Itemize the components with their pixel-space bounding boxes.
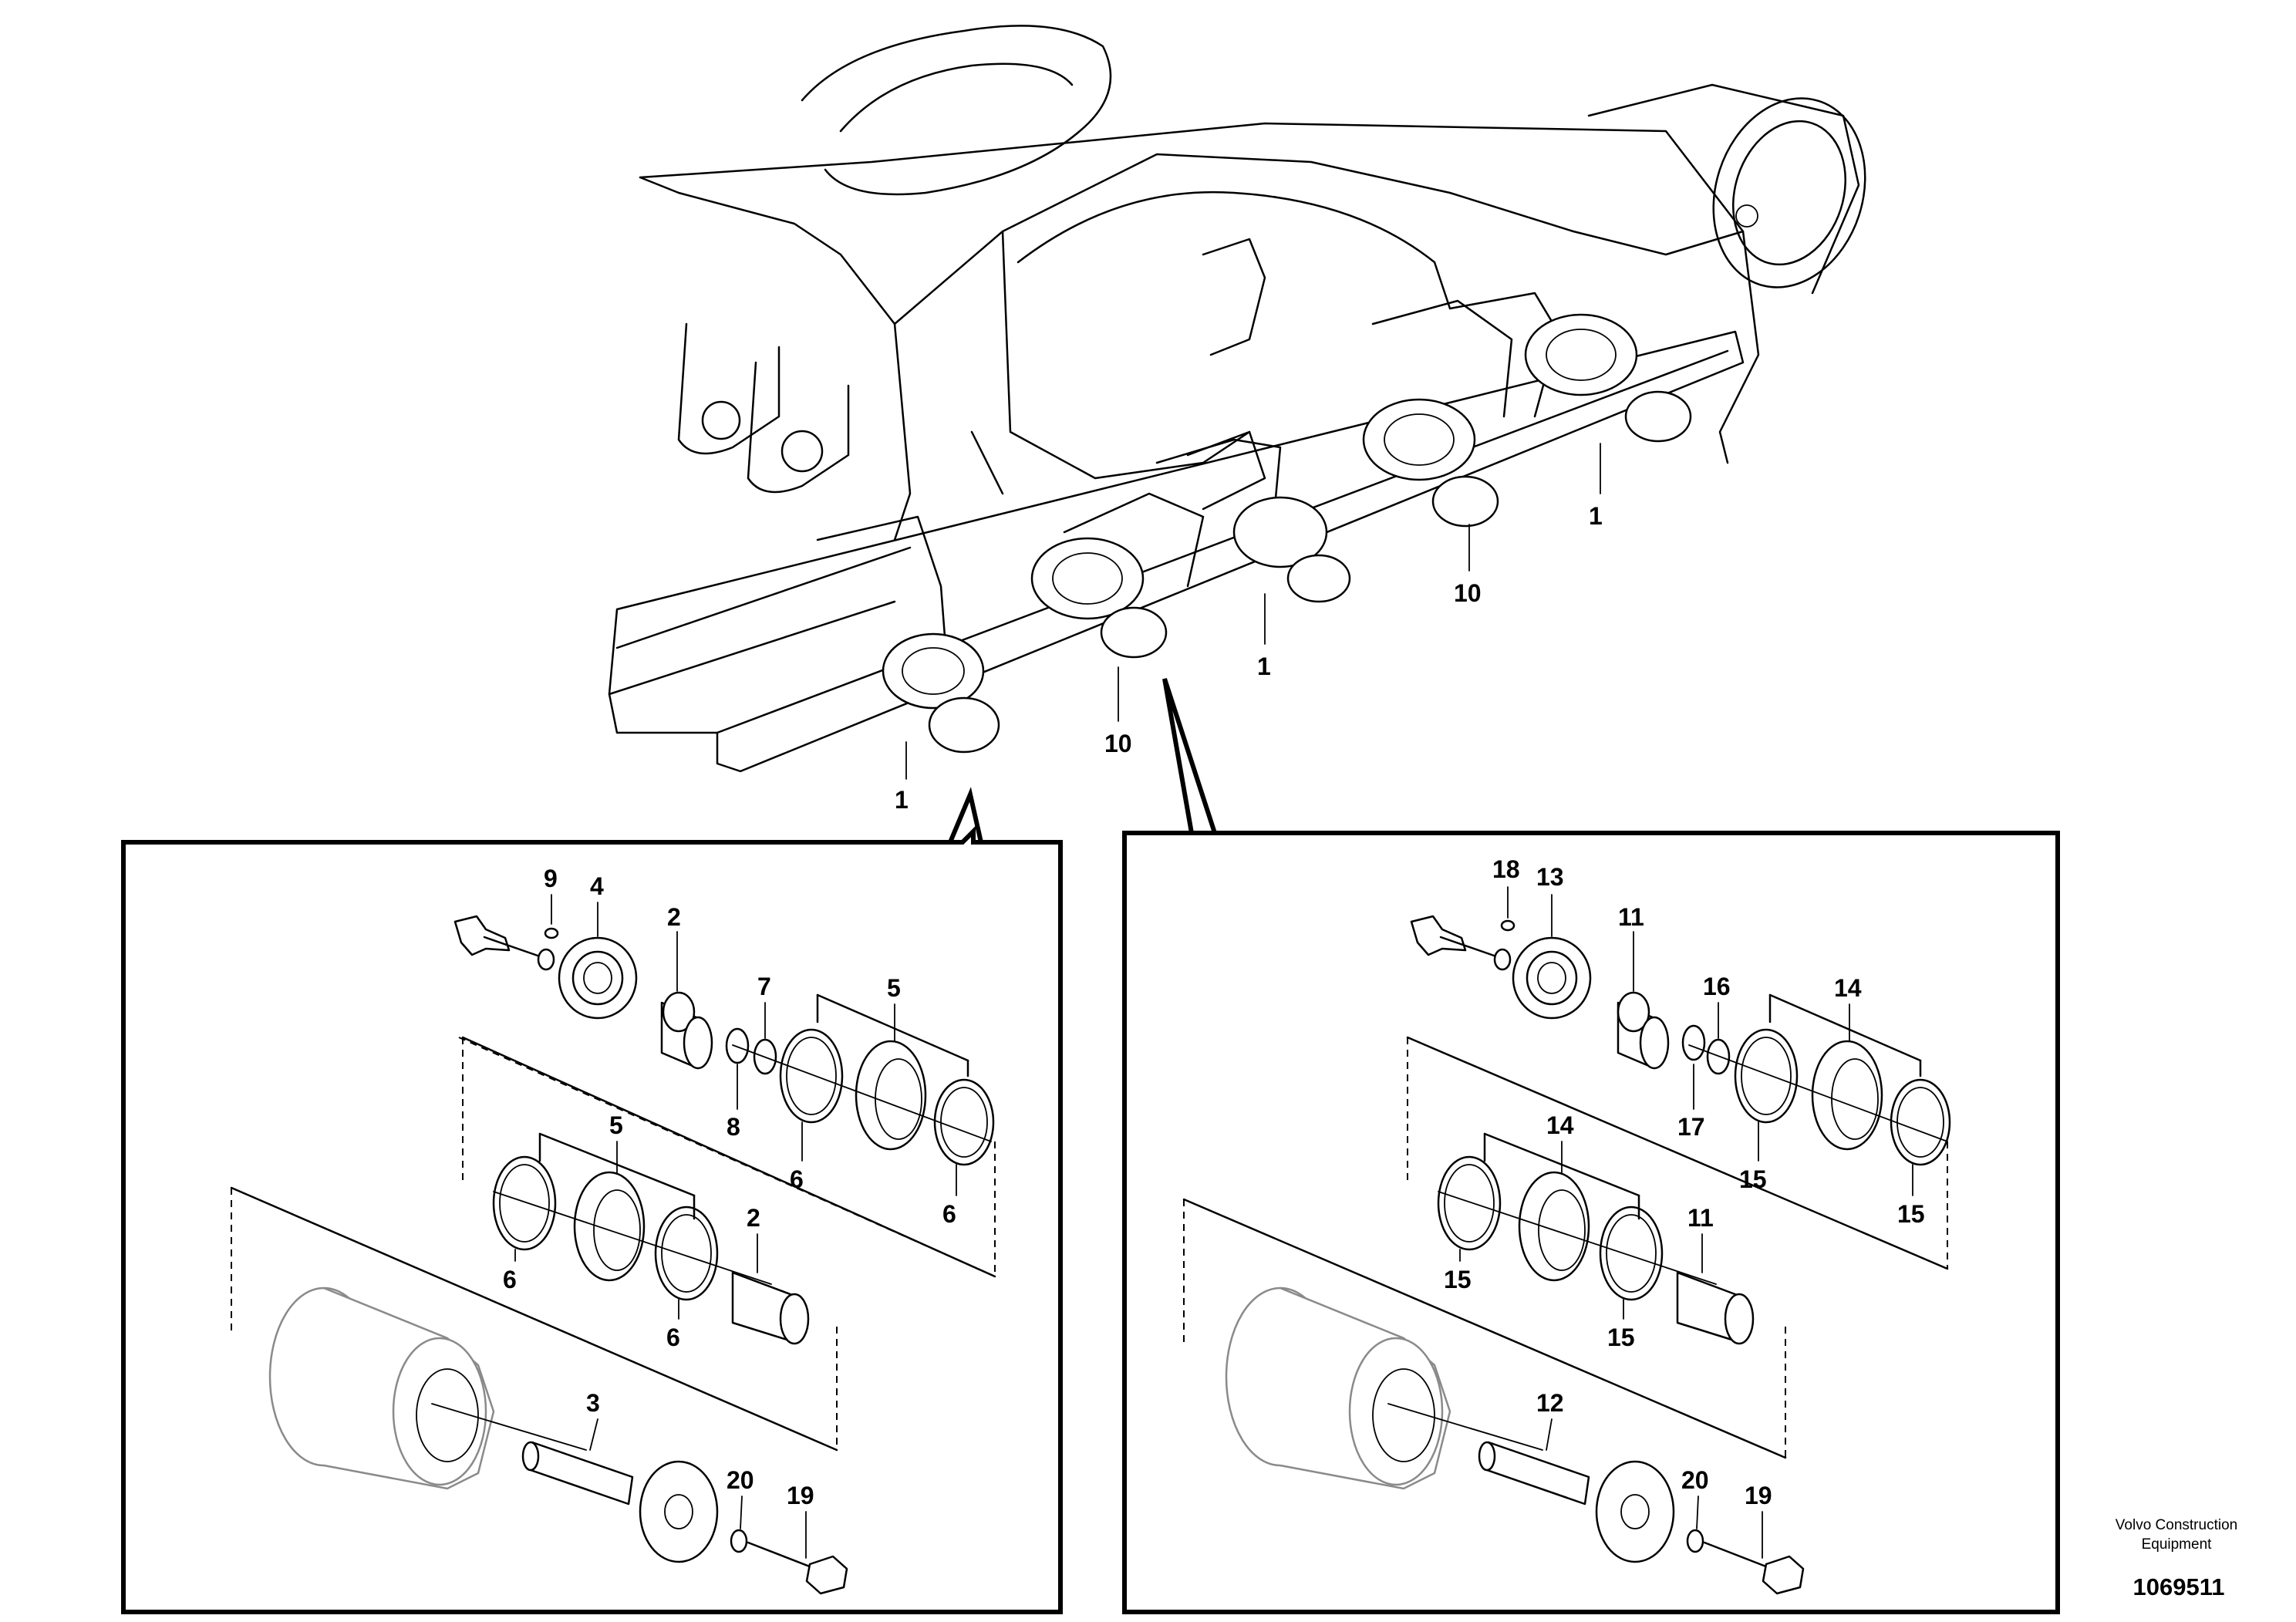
callout-left-6-c: 6 bbox=[503, 1266, 517, 1293]
roller-frame-5 bbox=[1524, 313, 1692, 443]
callout-right-14-b: 14 bbox=[1546, 1111, 1574, 1139]
callout-right-20: 20 bbox=[1681, 1466, 1709, 1494]
callout-right-19: 19 bbox=[1745, 1482, 1772, 1509]
callout-frame-10-b: 10 bbox=[1454, 579, 1482, 607]
roller-frame-2 bbox=[1030, 537, 1168, 659]
callout-left-6-d: 6 bbox=[666, 1324, 680, 1351]
callout-right-11-b: 11 bbox=[1687, 1204, 1714, 1232]
callout-frame-1-c: 1 bbox=[1589, 502, 1603, 530]
callout-right-11: 11 bbox=[1618, 903, 1644, 931]
brand-line-2: Equipment bbox=[2142, 1536, 2213, 1553]
callout-right-14: 14 bbox=[1834, 974, 1862, 1002]
callout-left-8: 8 bbox=[727, 1113, 740, 1141]
callout-right-12: 12 bbox=[1536, 1389, 1564, 1417]
callout-left-3: 3 bbox=[586, 1389, 600, 1417]
right-detail-frame bbox=[1122, 831, 2060, 1614]
document-number: 1069511 bbox=[2133, 1573, 2225, 1600]
callout-left-6-b: 6 bbox=[942, 1200, 956, 1228]
callout-right-18: 18 bbox=[1492, 855, 1520, 883]
callout-left-7: 7 bbox=[757, 973, 771, 1000]
roller-frame-4 bbox=[1362, 398, 1499, 528]
callout-frame-1-a: 1 bbox=[895, 786, 909, 814]
callout-right-15-b: 15 bbox=[1897, 1200, 1925, 1228]
roller-frame-1 bbox=[882, 632, 1000, 754]
frame-callout-leaders bbox=[905, 443, 1601, 780]
callout-right-13: 13 bbox=[1536, 863, 1564, 891]
undercarriage-frame bbox=[608, 25, 1866, 773]
callout-left-9: 9 bbox=[544, 865, 558, 892]
callout-left-2-b: 2 bbox=[747, 1204, 760, 1232]
callout-right-15-d: 15 bbox=[1607, 1324, 1635, 1351]
right-exploded-parts bbox=[1182, 886, 1951, 1595]
callout-frame-10-a: 10 bbox=[1104, 730, 1132, 757]
callout-right-15-a: 15 bbox=[1739, 1165, 1767, 1193]
callout-right-17: 17 bbox=[1677, 1113, 1705, 1141]
left-detail-frame bbox=[121, 825, 1063, 1614]
brand-line-1: Volvo Construction bbox=[2116, 1517, 2237, 1533]
callout-left-2: 2 bbox=[667, 903, 681, 931]
left-detail-pointer bbox=[948, 787, 983, 844]
callout-left-20: 20 bbox=[727, 1466, 754, 1494]
callout-frame-1-b: 1 bbox=[1257, 653, 1271, 680]
callout-right-15-c: 15 bbox=[1444, 1266, 1472, 1293]
callout-left-5: 5 bbox=[887, 974, 901, 1002]
callout-left-6-a: 6 bbox=[790, 1165, 804, 1193]
callout-left-4: 4 bbox=[590, 872, 604, 900]
roller-frame-3 bbox=[1232, 496, 1351, 603]
callout-left-5-b: 5 bbox=[609, 1111, 623, 1139]
callout-right-16: 16 bbox=[1703, 973, 1731, 1000]
callout-left-19: 19 bbox=[787, 1482, 814, 1509]
left-exploded-parts bbox=[230, 894, 996, 1595]
right-detail-pointer bbox=[1162, 678, 1217, 834]
frame-track-rollers bbox=[882, 313, 1692, 754]
